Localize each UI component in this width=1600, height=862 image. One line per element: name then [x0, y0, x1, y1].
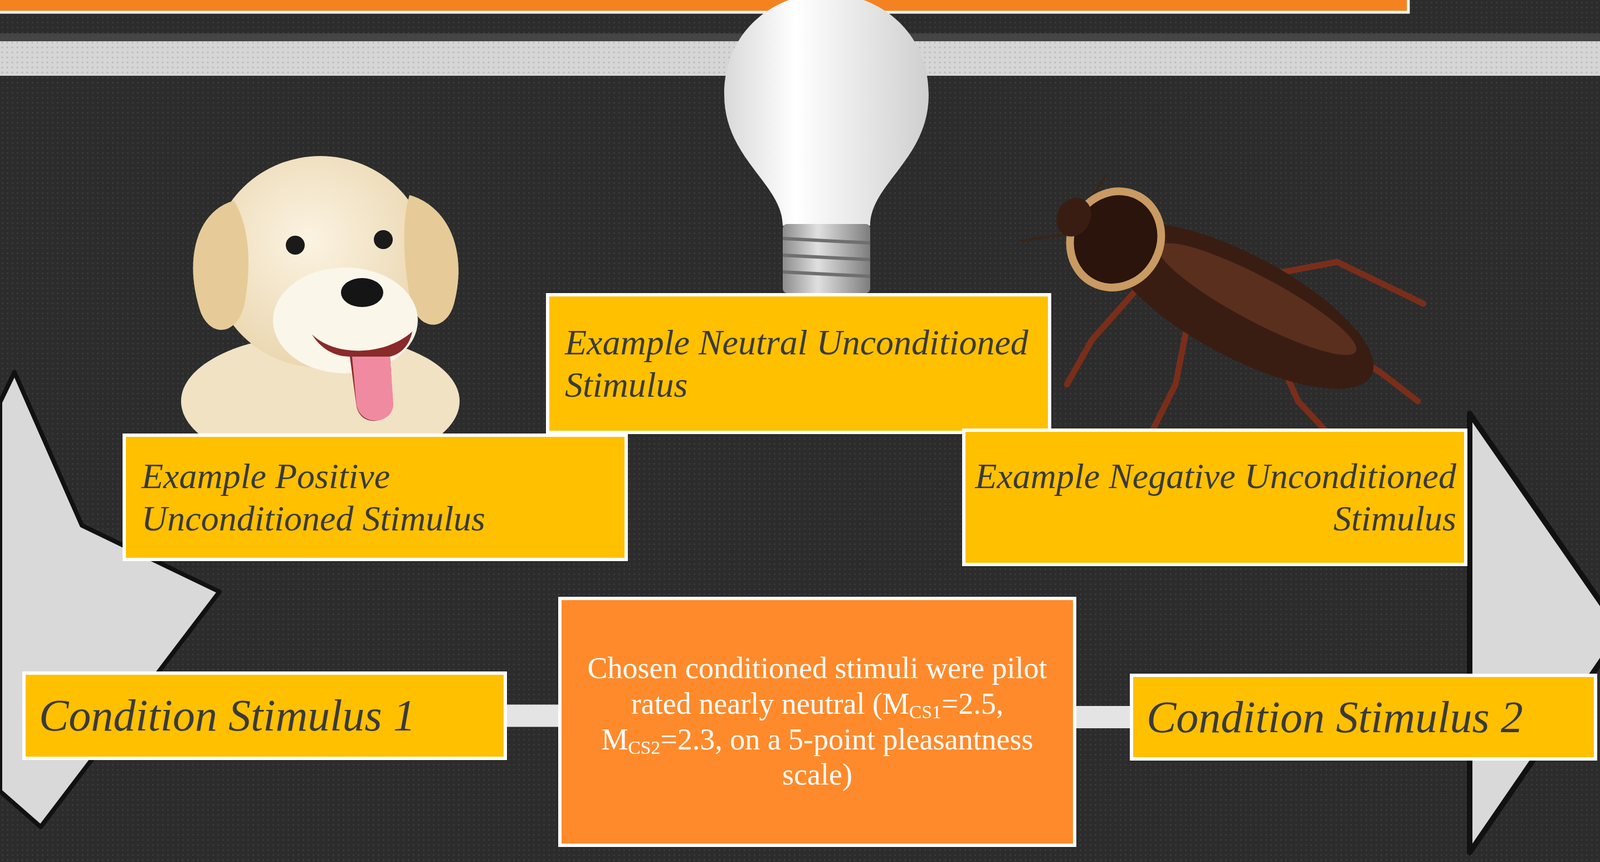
bulb-thread: [782, 271, 871, 277]
connector-bar: [506, 715, 559, 716]
connector-line: [1076, 705, 1130, 729]
antenna: [1020, 233, 1067, 241]
subscript: CS2: [628, 737, 661, 758]
example-box: Example Neutral Unconditioned Stimulus: [545, 293, 1052, 434]
roach-pronotum: [1053, 174, 1179, 304]
example-box: Example Positive Unconditioned Stimulus: [122, 433, 628, 562]
box-label: Condition Stimulus 2: [1146, 690, 1581, 744]
puppy-mouth: [311, 331, 413, 421]
puppy-tongue: [352, 356, 394, 421]
title-bar: [0, 0, 1409, 13]
bulb-thread: [782, 238, 871, 243]
bulb-base: [782, 223, 871, 294]
decor-arrow: [1469, 413, 1600, 853]
puppy-eye: [285, 235, 305, 255]
connector-line: [506, 704, 559, 728]
puppy-picture: [181, 155, 460, 468]
box-label: Example Neutral Unconditioned Stimulus: [564, 321, 1033, 406]
box-label: Chosen conditioned stimuli were pilot ra…: [583, 650, 1051, 793]
connector-bar: [1076, 716, 1130, 718]
puppy-ear: [193, 200, 249, 330]
bulb-picture: [724, 0, 929, 294]
cockroach-picture: [1020, 163, 1424, 443]
leg: [1066, 289, 1137, 385]
puppy-muzzle: [272, 267, 418, 374]
stimulus-box: Condition Stimulus 2: [1129, 673, 1598, 761]
box-label: Condition Stimulus 1: [38, 689, 491, 742]
subscript: CS1: [909, 701, 942, 723]
note-box: Chosen conditioned stimuli were pilot ra…: [558, 596, 1077, 847]
bulb-thread: [782, 255, 871, 260]
box-label: Example Positive Unconditioned Stimulus: [141, 455, 609, 540]
bulb-glass: [724, 0, 929, 226]
leg: [1153, 328, 1187, 429]
box-label: Example Negative Unconditioned Stimulus: [973, 455, 1457, 540]
roach-wing: [1148, 226, 1367, 371]
stimulus-box: Condition Stimulus 1: [22, 671, 507, 760]
puppy-nose: [340, 277, 384, 307]
example-box: Example Negative Unconditioned Stimulus: [962, 428, 1468, 567]
puppy-eye: [373, 230, 393, 250]
roach-head: [1049, 191, 1099, 243]
